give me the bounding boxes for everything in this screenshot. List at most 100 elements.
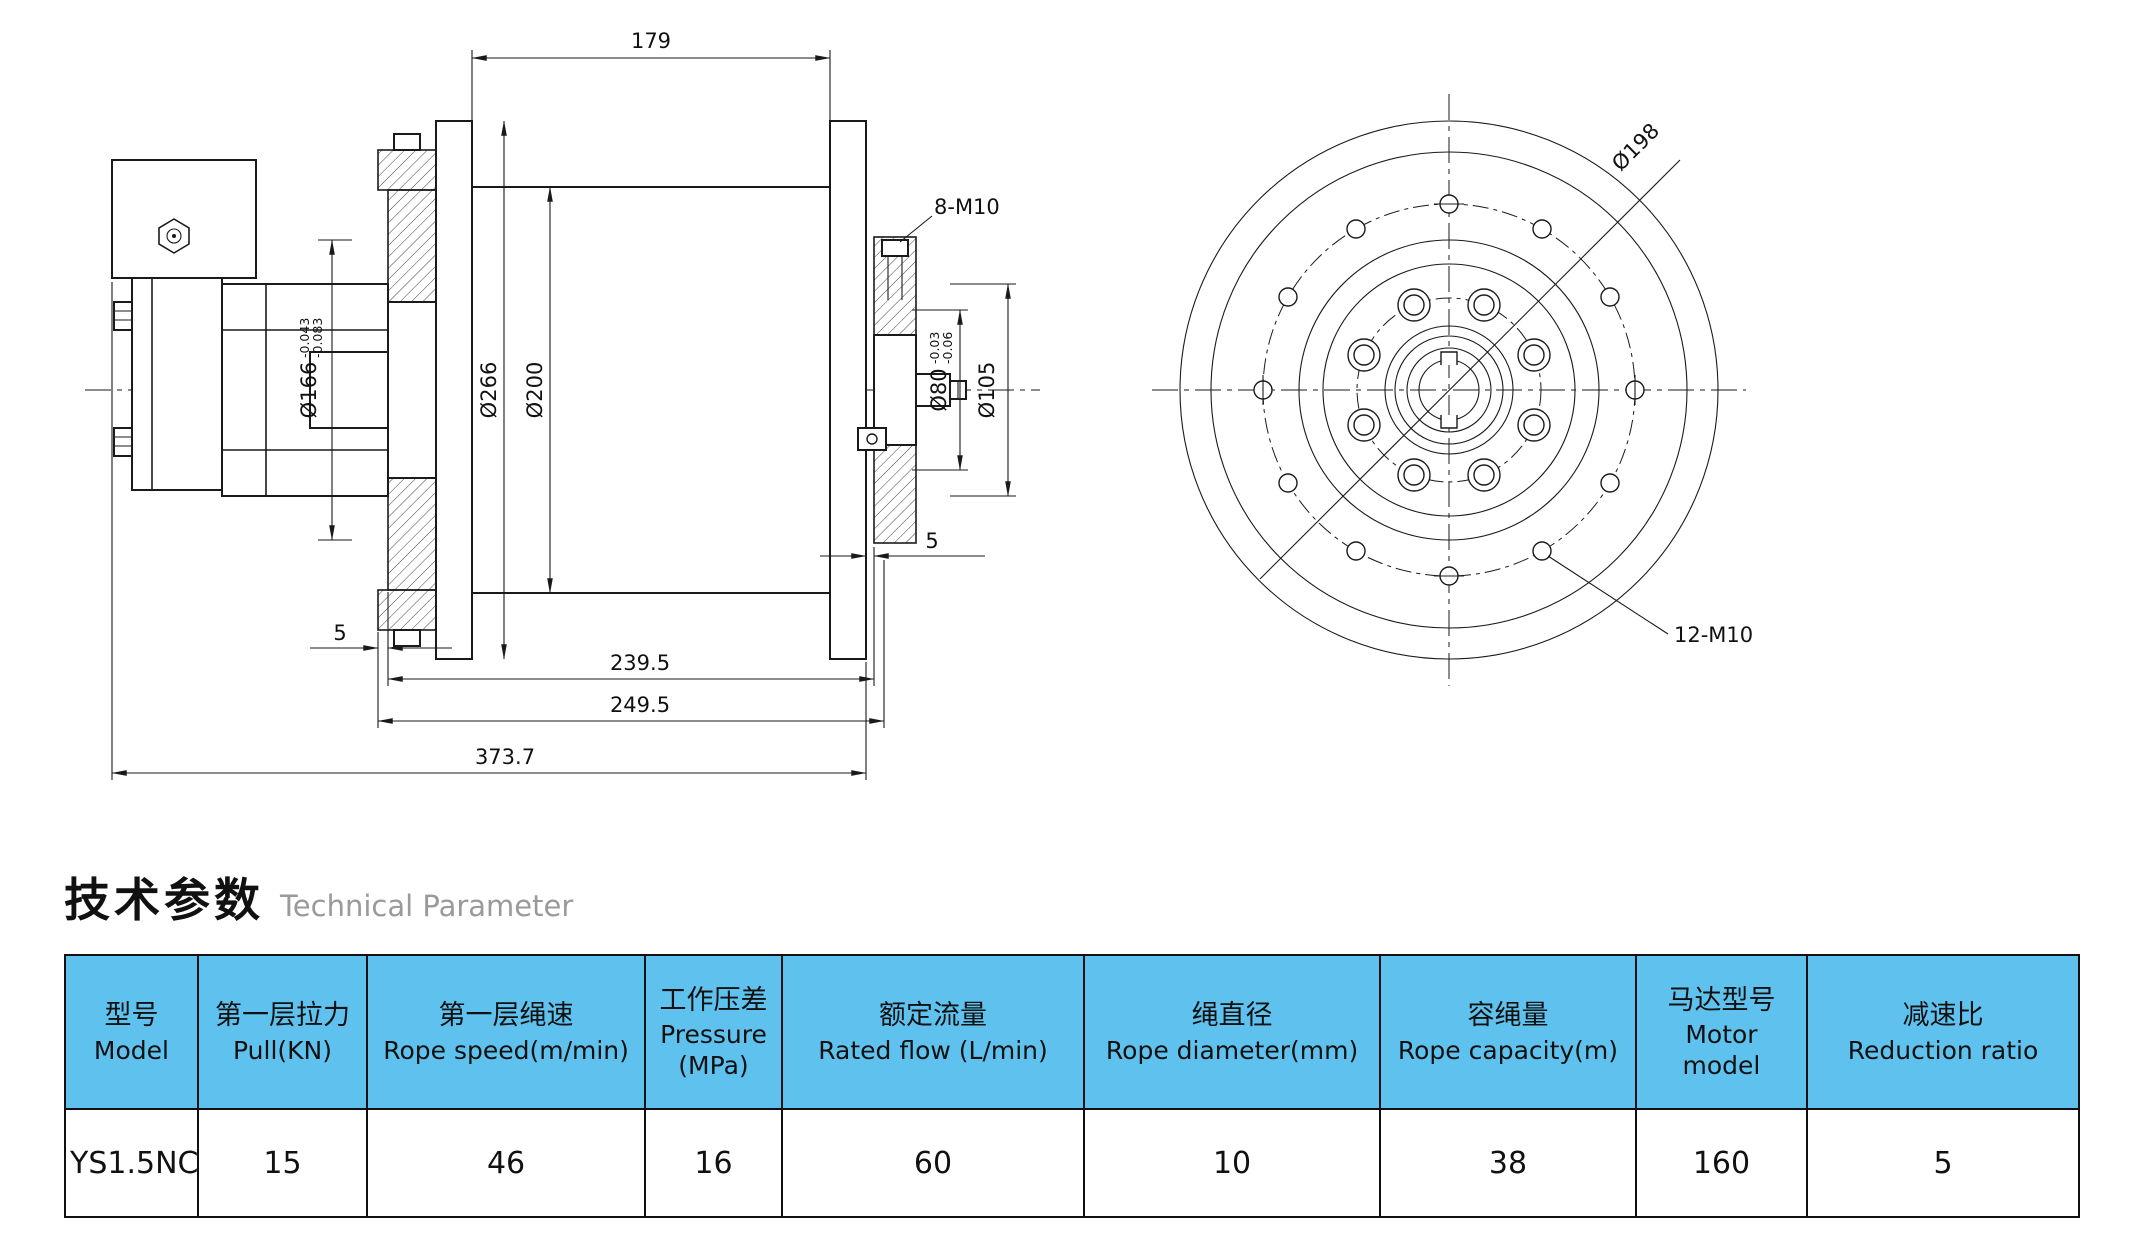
dim-198-text: Ø198 xyxy=(1607,119,1664,176)
dim-239-5: 239.5 xyxy=(387,564,875,686)
dim-5-left: 5 xyxy=(310,592,452,686)
dim-166-tol-upper: -0.043 xyxy=(297,318,312,358)
label-12-m10: 12-M10 xyxy=(1547,555,1753,647)
dim-200: Ø200 xyxy=(523,186,553,594)
lower-plug xyxy=(857,427,887,451)
cell-rope-speed: 46 xyxy=(366,1108,647,1218)
dim-80-tol-upper: -0.03 xyxy=(927,332,942,364)
front-view: Ø198 12-M10 xyxy=(1152,94,1753,686)
header-en: Rope speed(m/min) xyxy=(383,1035,629,1065)
housing-mid xyxy=(873,334,917,446)
motor-body xyxy=(131,277,223,491)
dim-80-tol-lower: -0.06 xyxy=(940,332,955,364)
dim-239-5-text: 239.5 xyxy=(610,651,670,675)
drum-barrel xyxy=(471,186,831,594)
drum-flange-right xyxy=(829,120,867,660)
header-en: Model xyxy=(93,1035,169,1065)
dim-373-7: 373.7 xyxy=(111,282,867,780)
cell-rated-flow: 60 xyxy=(780,1108,1086,1218)
flange-plate-top xyxy=(387,189,437,303)
flange-rim-bottom xyxy=(377,589,437,631)
header-cn: 型号 xyxy=(104,1000,159,1032)
housing-bolt-8m10 xyxy=(881,239,909,300)
dim-80-text: Ø80 xyxy=(927,368,951,411)
hub-circle-1 xyxy=(1384,325,1514,455)
header-cn: 马达型号 xyxy=(1667,984,1776,1016)
flange-bolt-top xyxy=(393,133,421,151)
label-8-m10: 8-M10 xyxy=(899,195,1000,243)
header-cn: 减速比 xyxy=(1902,1000,1984,1032)
dim-249-5-text: 249.5 xyxy=(610,693,670,717)
bearing-housing xyxy=(857,236,967,544)
flange-plate-bottom xyxy=(387,477,437,591)
dim-166-tol-lower: -0.083 xyxy=(310,318,325,358)
header-cn: 额定流量 xyxy=(879,1000,987,1032)
outer-circle xyxy=(1179,120,1719,660)
header-en: Rope diameter(mm) xyxy=(1105,1035,1359,1065)
dim-80: Ø80 -0.03 -0.06 xyxy=(912,309,968,471)
housing-bottom xyxy=(873,444,917,544)
gearbox xyxy=(221,283,389,497)
drum xyxy=(435,120,867,660)
header-cn: 绳直径 xyxy=(1191,1000,1273,1032)
keyway-top xyxy=(1440,351,1458,365)
header-en: Pressure (MPa) xyxy=(660,1019,767,1081)
cell-rope-diameter: 10 xyxy=(1083,1108,1382,1218)
dim-179-text: 179 xyxy=(631,29,671,53)
motor-bolt-upper xyxy=(113,301,133,331)
header-en: Rope capacity(m) xyxy=(1397,1035,1619,1065)
dim-266: Ø266 xyxy=(477,120,507,660)
hex-plug-circle xyxy=(166,228,182,244)
technical-drawing: 179 8-M10 Ø266 Ø200 xyxy=(85,29,1753,780)
dim-105: Ø105 xyxy=(950,283,1016,497)
flange-plate-mid xyxy=(387,301,437,479)
mounting-flange xyxy=(377,133,437,647)
hub-circle-3 xyxy=(1406,347,1492,433)
cell-motor-model: 160 xyxy=(1634,1108,1809,1218)
section-title-en: Technical Parameter xyxy=(280,889,574,923)
cell-rope-capacity: 38 xyxy=(1379,1108,1637,1218)
section-title: 技术参数 Technical Parameter xyxy=(64,864,2132,930)
dim-5-right: 5 xyxy=(820,529,985,564)
bolt-holes-inner xyxy=(1347,288,1551,492)
header-en: Motor model xyxy=(1682,1019,1761,1081)
cell-pull: 15 xyxy=(196,1108,369,1218)
ring-circle-2 xyxy=(1322,263,1576,517)
header-en: Reduction ratio xyxy=(1847,1035,2039,1065)
label-12m10-text: 12-M10 xyxy=(1674,623,1753,647)
cell-model: YS1.5NC xyxy=(64,1108,199,1218)
side-view: 179 8-M10 Ø266 Ø200 xyxy=(85,29,1040,780)
hub-circle-2 xyxy=(1394,335,1504,445)
dim-166: Ø166 -0.043 -0.083 xyxy=(297,239,352,541)
dim-5-left-text: 5 xyxy=(333,621,346,645)
label-8m10-text: 8-M10 xyxy=(934,195,1000,219)
header-cn: 容绳量 xyxy=(1467,1000,1549,1032)
dim-249-5: 249.5 xyxy=(377,560,885,728)
keyway-bottom xyxy=(1440,415,1458,429)
cell-reduction-ratio: 5 xyxy=(1806,1108,2080,1218)
hex-plug-icon xyxy=(158,218,190,254)
coupling xyxy=(309,351,389,429)
header-cn: 第一层绳速 xyxy=(438,1000,574,1032)
dim-266-text: Ø266 xyxy=(477,362,501,419)
inner-bolt-circle xyxy=(1356,297,1542,483)
header-en: Pull(KN) xyxy=(233,1035,332,1065)
dim-373-7-text: 373.7 xyxy=(475,745,535,769)
drum-flange-left xyxy=(435,120,473,660)
dim-166-text: Ø166 xyxy=(297,362,321,419)
valve-block xyxy=(111,159,257,279)
section-title-cn: 技术参数 xyxy=(64,873,264,927)
dim-5-right-text: 5 xyxy=(925,529,938,553)
flange-bolt-bottom xyxy=(393,629,421,647)
motor-bolt-lower xyxy=(113,427,133,457)
